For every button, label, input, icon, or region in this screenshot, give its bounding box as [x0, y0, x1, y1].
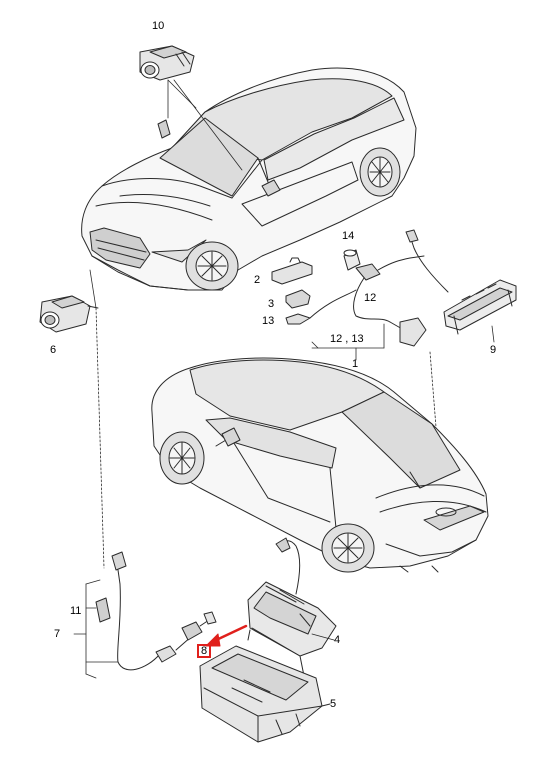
- callout-1: 1: [352, 358, 359, 370]
- rear-car-illustration: [151, 357, 489, 573]
- part-12-harness: [353, 229, 449, 347]
- part-13-connector: [285, 289, 357, 325]
- part-3-clip: [285, 289, 311, 309]
- bracket-12-13: [311, 323, 385, 361]
- part-14-sleeve: [343, 249, 361, 271]
- part-10-front-camera: [139, 45, 195, 81]
- leader-lines-10: [167, 79, 243, 171]
- part-2-bracket: [271, 257, 313, 285]
- part-4-control-unit: [247, 537, 337, 677]
- bracket-7: [73, 579, 119, 679]
- callout-3: 3: [268, 298, 275, 310]
- callout-12-13: 12 , 13: [330, 333, 364, 345]
- callout-6: 6: [50, 344, 57, 356]
- callout-7: 7: [54, 628, 61, 640]
- callout-5: 5: [330, 698, 337, 710]
- highlight-arrow: [205, 624, 248, 647]
- part-9-tailgate-handle: [443, 279, 517, 335]
- part-6-camera: [39, 295, 99, 333]
- front-car-illustration: [81, 67, 417, 291]
- callout-10: 10: [152, 20, 165, 32]
- part-11-clip: [95, 597, 111, 623]
- callout-8-highlighted: 8: [197, 644, 212, 658]
- callout-13: 13: [262, 315, 275, 327]
- callout-2: 2: [254, 274, 261, 286]
- callout-9: 9: [490, 344, 497, 356]
- callout-4: 4: [334, 634, 341, 646]
- callout-11: 11: [70, 605, 82, 617]
- callout-14: 14: [342, 230, 355, 242]
- part-5-housing: [199, 645, 331, 743]
- callout-12: 12: [364, 292, 377, 304]
